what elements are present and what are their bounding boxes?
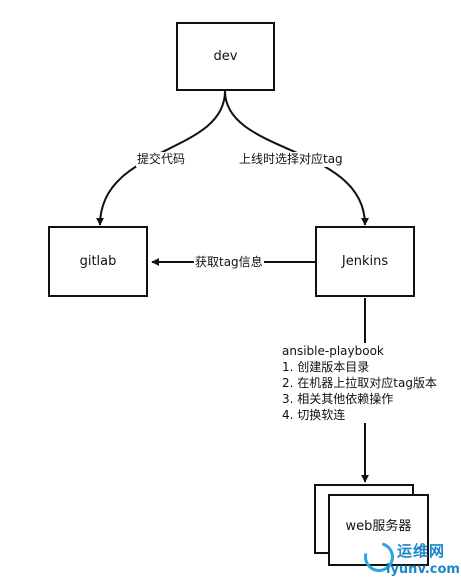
ansible-step: 3. 相关其他依赖操作 xyxy=(282,392,394,406)
node-gitlab-label: gitlab xyxy=(79,254,117,269)
ansible-title: ansible-playbook xyxy=(282,344,384,358)
node-dev: dev xyxy=(176,22,275,91)
node-webserver: web服务器 xyxy=(328,494,429,566)
ansible-step: 4. 切换软连 xyxy=(282,408,346,422)
node-jenkins-label: Jenkins xyxy=(341,254,389,269)
node-webserver-label: web服务器 xyxy=(345,518,412,534)
ansible-notes: ansible-playbook 1. 创建版本目录 2. 在机器上拉取对应ta… xyxy=(282,343,437,423)
edge-label-select-tag: 上线时选择对应tag xyxy=(238,152,344,167)
node-gitlab: gitlab xyxy=(48,226,148,297)
watermark-url: iyunv.com xyxy=(386,562,460,577)
ansible-step: 1. 创建版本目录 xyxy=(282,360,370,374)
node-dev-label: dev xyxy=(213,49,238,64)
watermark-title: 运维网 xyxy=(397,542,446,560)
watermark-logo: 运维网 iyunv.com xyxy=(358,536,461,585)
ansible-step: 2. 在机器上拉取对应tag版本 xyxy=(282,376,437,390)
edge-label-commit: 提交代码 xyxy=(136,152,187,167)
node-jenkins: Jenkins xyxy=(315,226,415,297)
edge-label-fetch-tag: 获取tag信息 xyxy=(194,255,264,270)
